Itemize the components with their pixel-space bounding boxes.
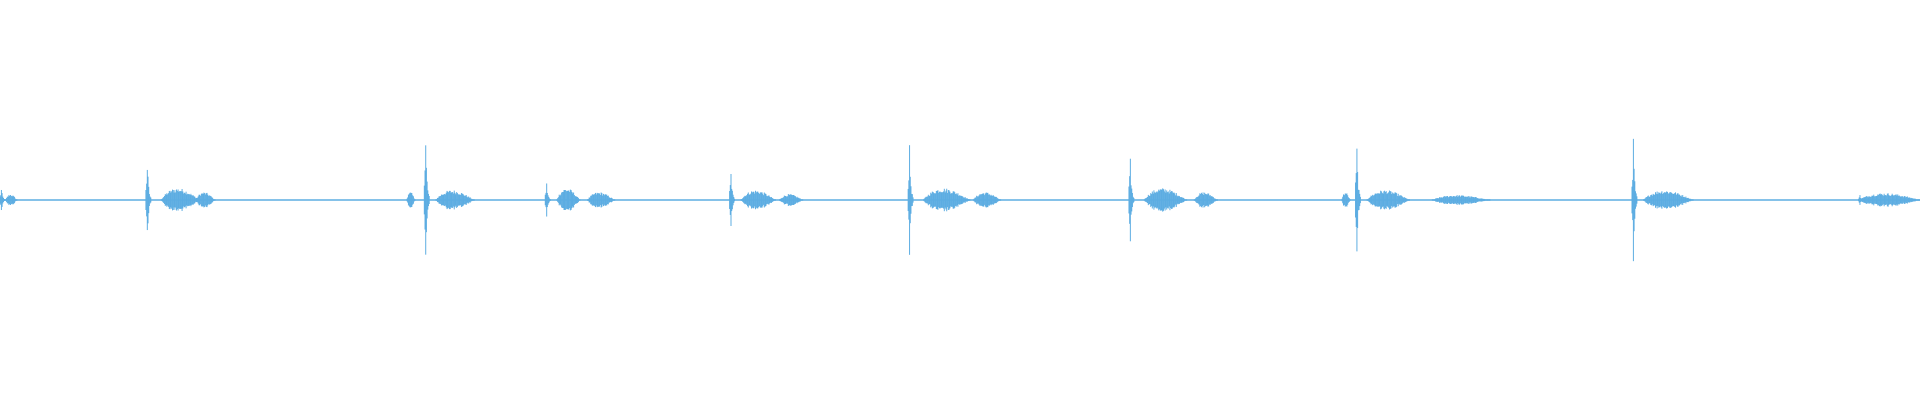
waveform-bursts (0, 138, 1920, 262)
